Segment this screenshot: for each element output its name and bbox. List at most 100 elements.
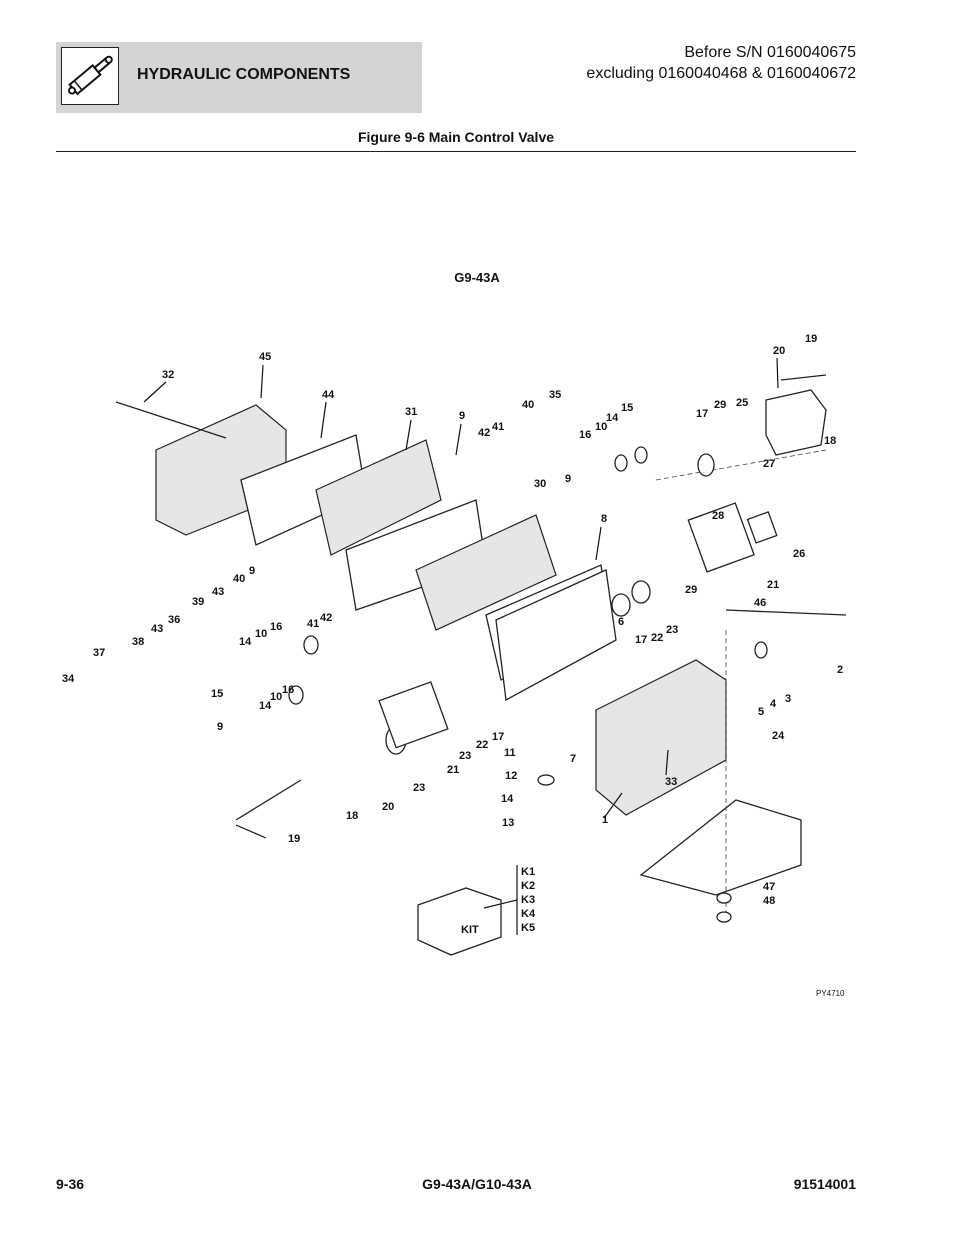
callout-42: 42 [320, 612, 332, 624]
callout-9: 9 [217, 721, 223, 733]
callout-41: 41 [492, 421, 504, 433]
callout-23: 23 [459, 750, 471, 762]
kit-box-label: KIT [461, 924, 479, 936]
header-rule [56, 151, 856, 152]
callout-22: 22 [476, 739, 488, 751]
callout-18: 18 [346, 810, 358, 822]
callout-24: 24 [772, 730, 785, 742]
footer-models: G9-43A/G10-43A [422, 1176, 532, 1192]
callout-17: 17 [492, 731, 504, 743]
callout-21: 21 [447, 764, 459, 776]
callout-39: 39 [192, 596, 204, 608]
callout-34: 34 [62, 673, 75, 685]
callout-14: 14 [239, 636, 252, 648]
figure-title: Figure 9-6 Main Control Valve [357, 129, 555, 145]
callout-11: 11 [504, 747, 516, 759]
page-number: 9-36 [56, 1176, 85, 1192]
callout-1: 1 [602, 814, 608, 826]
callout-10: 10 [270, 691, 282, 703]
callout-25: 25 [736, 397, 748, 409]
exploded-valve-diagram: KIT K1 K2 K3 K4 K5 19 20 45 32 44 35 40 … [62, 333, 847, 998]
callout-18: 18 [824, 435, 836, 447]
valve-body-section-1 [155, 404, 367, 546]
callout-44: 44 [322, 389, 335, 401]
kit-item: K5 [521, 922, 535, 934]
callout-26: 26 [793, 548, 805, 560]
section-title: HYDRAULIC COMPONENTS [137, 66, 351, 83]
mounting-bracket [639, 799, 802, 896]
callout-23: 23 [666, 624, 678, 636]
kit-item: K3 [521, 894, 535, 906]
callout-13: 13 [502, 817, 514, 829]
callout-46: 46 [754, 597, 766, 609]
callout-47: 47 [763, 881, 775, 893]
callout-16: 16 [282, 684, 294, 696]
callout-17: 17 [635, 634, 647, 646]
callout-10: 10 [255, 628, 267, 640]
end-cap-block [765, 389, 827, 456]
callout-41: 41 [307, 618, 319, 630]
valve-body-section-4 [495, 569, 617, 702]
serial-line-2: excluding 0160040468 & 0160040672 [586, 65, 856, 82]
callout-21: 21 [767, 579, 779, 591]
callout-17: 17 [696, 408, 708, 420]
callout-20: 20 [382, 801, 394, 813]
leader-lines [143, 357, 779, 839]
kit-item: K2 [521, 880, 535, 892]
callout-42: 42 [478, 427, 490, 439]
callout-6: 6 [618, 616, 624, 628]
serial-range: Before S/N 0160040675 excluding 01600404… [586, 42, 856, 84]
callout-20: 20 [773, 345, 785, 357]
callout-3: 3 [785, 693, 791, 705]
callout-32: 32 [162, 369, 174, 381]
callout-37: 37 [93, 647, 105, 659]
callout-14: 14 [501, 793, 514, 805]
callout-31: 31 [405, 406, 417, 418]
callout-15: 15 [211, 688, 223, 700]
callout-43: 43 [151, 623, 163, 635]
inlet-block [595, 659, 727, 816]
model-label: G9-43A [454, 270, 500, 285]
callout-8: 8 [601, 513, 607, 525]
serial-line-1: Before S/N 0160040675 [684, 44, 856, 61]
callouts: 19 20 45 32 44 35 40 25 29 15 31 9 41 17… [62, 333, 843, 907]
drawing-id: PY4710 [816, 989, 845, 998]
callout-48: 48 [763, 895, 775, 907]
hydraulic-cylinder-icon [61, 47, 119, 105]
callout-2: 2 [837, 664, 843, 676]
callout-12: 12 [505, 770, 517, 782]
callout-40: 40 [233, 573, 245, 585]
callout-9: 9 [459, 410, 465, 422]
callout-43: 43 [212, 586, 224, 598]
callout-23: 23 [413, 782, 425, 794]
callout-38: 38 [132, 636, 144, 648]
kit-item: K4 [521, 908, 536, 920]
kit-item-list: K1 K2 K3 K4 K5 [483, 865, 536, 935]
callout-19: 19 [805, 333, 817, 345]
callout-36: 36 [168, 614, 180, 626]
kit-item: K1 [521, 866, 535, 878]
callout-5: 5 [758, 706, 764, 718]
callout-19: 19 [288, 833, 300, 845]
callout-16: 16 [579, 429, 591, 441]
callout-33: 33 [665, 776, 677, 788]
callout-35: 35 [549, 389, 561, 401]
callout-27: 27 [763, 458, 775, 470]
callout-9: 9 [565, 473, 571, 485]
callout-4: 4 [770, 698, 777, 710]
callout-15: 15 [621, 402, 633, 414]
callout-16: 16 [270, 621, 282, 633]
callout-9: 9 [249, 565, 255, 577]
callout-29: 29 [685, 584, 697, 596]
callout-45: 45 [259, 351, 271, 363]
callout-14: 14 [606, 412, 619, 424]
callout-14: 14 [259, 700, 272, 712]
callout-30: 30 [534, 478, 546, 490]
callout-28: 28 [712, 510, 724, 522]
doc-number: 91514001 [793, 1176, 856, 1192]
callout-10: 10 [595, 421, 607, 433]
callout-7: 7 [570, 753, 576, 765]
callout-29: 29 [714, 399, 726, 411]
callout-22: 22 [651, 632, 663, 644]
kit-box: KIT [417, 887, 502, 956]
